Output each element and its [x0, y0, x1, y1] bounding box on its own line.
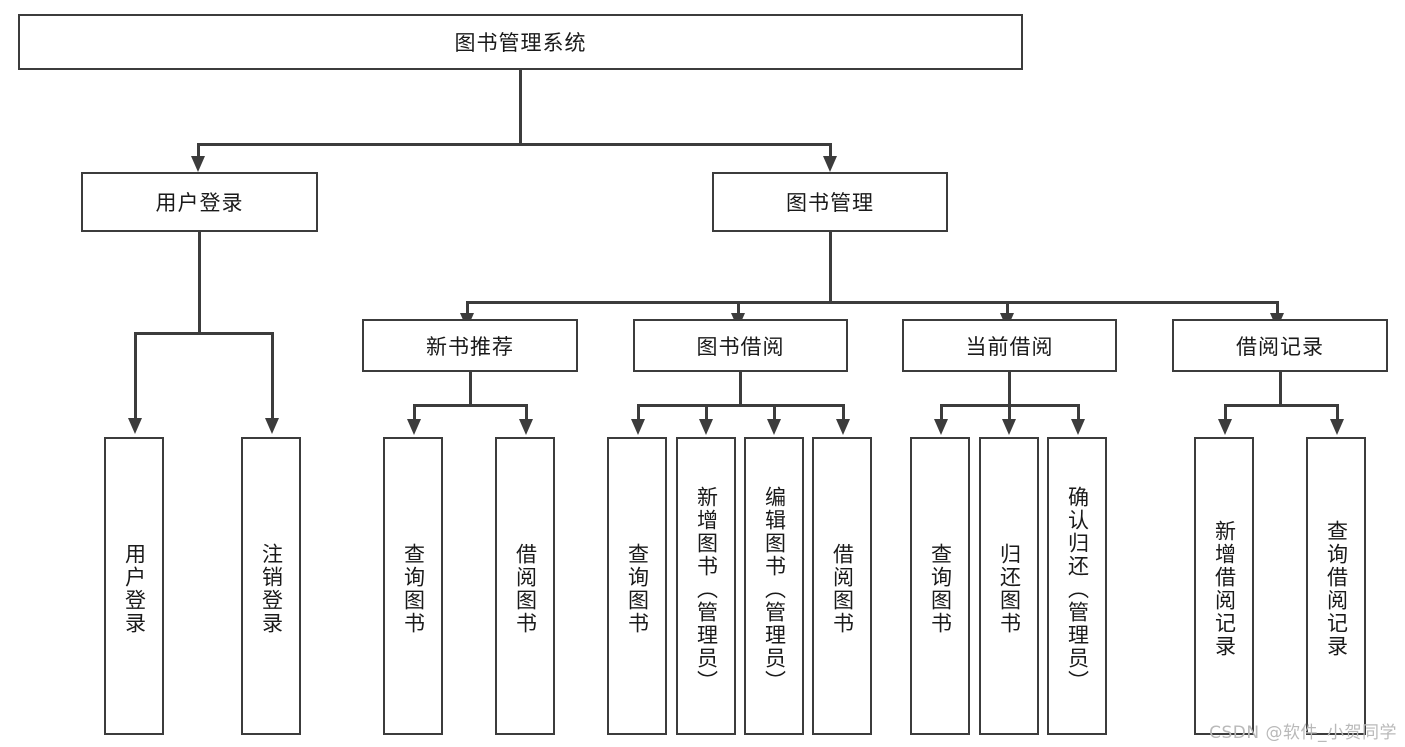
connector-borrowrec-leaf2	[1336, 404, 1339, 421]
arrow-curborrow-leaf2	[1002, 419, 1016, 435]
watermark: CSDN @软件_小贺同学	[1209, 723, 1397, 743]
arrow-curborrow-leaf3	[1071, 419, 1085, 435]
leaf-curborrow-query-book[interactable]: 查询图书	[910, 437, 970, 735]
leaf-bookborrow-borrow-book[interactable]: 借阅图书	[812, 437, 872, 735]
node-label: 新书推荐	[426, 334, 514, 359]
connector-bookmgmt-m3	[1006, 301, 1009, 315]
connector-bookborrow-leaf4	[842, 404, 845, 421]
connector-bookmgmt-stem	[829, 232, 832, 302]
connector-newbook-bus	[413, 404, 527, 407]
connector-curborrow-leaf1	[940, 404, 943, 421]
node-label: 新增图书（管理员）	[694, 485, 719, 693]
arrow-userlogin-leaf1	[128, 418, 142, 434]
leaf-newbook-query-book[interactable]: 查询图书	[383, 437, 443, 735]
leaf-bookborrow-query-book[interactable]: 查询图书	[607, 437, 667, 735]
node-label: 当前借阅	[965, 334, 1054, 359]
arrow-borrowrec-leaf1	[1218, 419, 1232, 435]
connector-bookmgmt-m2	[737, 301, 740, 315]
connector-bookmgmt-bus	[466, 301, 1278, 304]
connector-borrowrec-leaf1	[1224, 404, 1227, 421]
leaf-bookborrow-edit-book[interactable]: 编辑图书（管理员）	[744, 437, 804, 735]
connector-borrowrec-bus	[1224, 404, 1338, 407]
node-label: 图书管理系统	[454, 31, 587, 55]
node-label: 新增借阅记录	[1212, 520, 1237, 658]
leaf-newbook-borrow-book[interactable]: 借阅图书	[495, 437, 555, 735]
connector-bookborrow-stem	[739, 372, 742, 406]
connector-newbook-leaf2	[525, 404, 528, 421]
node-label: 借阅图书	[830, 543, 855, 635]
node-label: 查询图书	[928, 543, 953, 635]
connector-userlogin-stem	[198, 232, 201, 333]
arrow-newbook-leaf1	[407, 419, 421, 435]
connector-curborrow-leaf3	[1077, 404, 1080, 421]
node-label: 编辑图书（管理员）	[762, 485, 787, 693]
connector-newbook-stem	[469, 372, 472, 406]
connector-root-bus	[197, 143, 831, 146]
connector-borrowrec-stem	[1279, 372, 1282, 406]
arrow-bookborrow-leaf3	[767, 419, 781, 435]
node-label: 图书借阅	[696, 334, 785, 359]
node-label: 图书管理	[786, 191, 874, 215]
connector-userlogin-leaf2	[271, 332, 274, 420]
connector-curborrow-leaf2	[1008, 404, 1011, 421]
node-label: 注销登录	[259, 543, 284, 635]
leaf-curborrow-confirm-return[interactable]: 确认归还（管理员）	[1047, 437, 1107, 735]
leaf-curborrow-return-book[interactable]: 归还图书	[979, 437, 1039, 735]
node-label: 查询借阅记录	[1324, 520, 1349, 658]
node-new-book-recommend[interactable]: 新书推荐	[362, 319, 578, 372]
arrow-borrowrec-leaf2	[1330, 419, 1344, 435]
arrow-bookborrow-leaf4	[836, 419, 850, 435]
node-book-borrow[interactable]: 图书借阅	[633, 319, 848, 372]
arrow-root-to-userlogin	[191, 156, 205, 172]
leaf-user-logout[interactable]: 注销登录	[241, 437, 301, 735]
arrow-bookborrow-leaf2	[699, 419, 713, 435]
connector-bookborrow-leaf3	[773, 404, 776, 421]
node-borrow-record[interactable]: 借阅记录	[1172, 319, 1388, 372]
node-label: 用户登录	[122, 543, 147, 635]
leaf-bookborrow-add-book[interactable]: 新增图书（管理员）	[676, 437, 736, 735]
node-current-borrow[interactable]: 当前借阅	[902, 319, 1117, 372]
node-label: 查询图书	[401, 543, 426, 635]
leaf-borrowrec-query-record[interactable]: 查询借阅记录	[1306, 437, 1366, 735]
connector-userlogin-leaf1	[134, 332, 137, 420]
connector-root-to-bookmgmt	[829, 143, 832, 159]
arrow-curborrow-leaf1	[934, 419, 948, 435]
node-label: 用户登录	[155, 191, 244, 215]
node-book-management[interactable]: 图书管理	[712, 172, 948, 232]
arrow-newbook-leaf2	[519, 419, 533, 435]
connector-root-stem	[519, 70, 522, 144]
connector-root-to-userlogin	[197, 143, 200, 159]
node-label: 归还图书	[997, 543, 1022, 635]
arrow-bookborrow-leaf1	[631, 419, 645, 435]
arrow-userlogin-leaf2	[265, 418, 279, 434]
leaf-borrowrec-add-record[interactable]: 新增借阅记录	[1194, 437, 1254, 735]
node-user-login[interactable]: 用户登录	[81, 172, 318, 232]
node-label: 确认归还（管理员）	[1065, 485, 1090, 693]
connector-userlogin-bus	[134, 332, 273, 335]
connector-bookmgmt-m4	[1276, 301, 1279, 315]
connector-curborrow-stem	[1008, 372, 1011, 406]
arrow-root-to-bookmgmt	[823, 156, 837, 172]
connector-bookborrow-bus	[637, 404, 845, 407]
node-label: 借阅记录	[1236, 334, 1324, 359]
connector-newbook-leaf1	[413, 404, 416, 421]
connector-bookborrow-leaf2	[705, 404, 708, 421]
leaf-user-login[interactable]: 用户登录	[104, 437, 164, 735]
connector-bookmgmt-m1	[466, 301, 469, 315]
node-label: 查询图书	[625, 543, 650, 635]
node-label: 借阅图书	[513, 543, 538, 635]
connector-bookborrow-leaf1	[637, 404, 640, 421]
node-root-system[interactable]: 图书管理系统	[18, 14, 1023, 70]
